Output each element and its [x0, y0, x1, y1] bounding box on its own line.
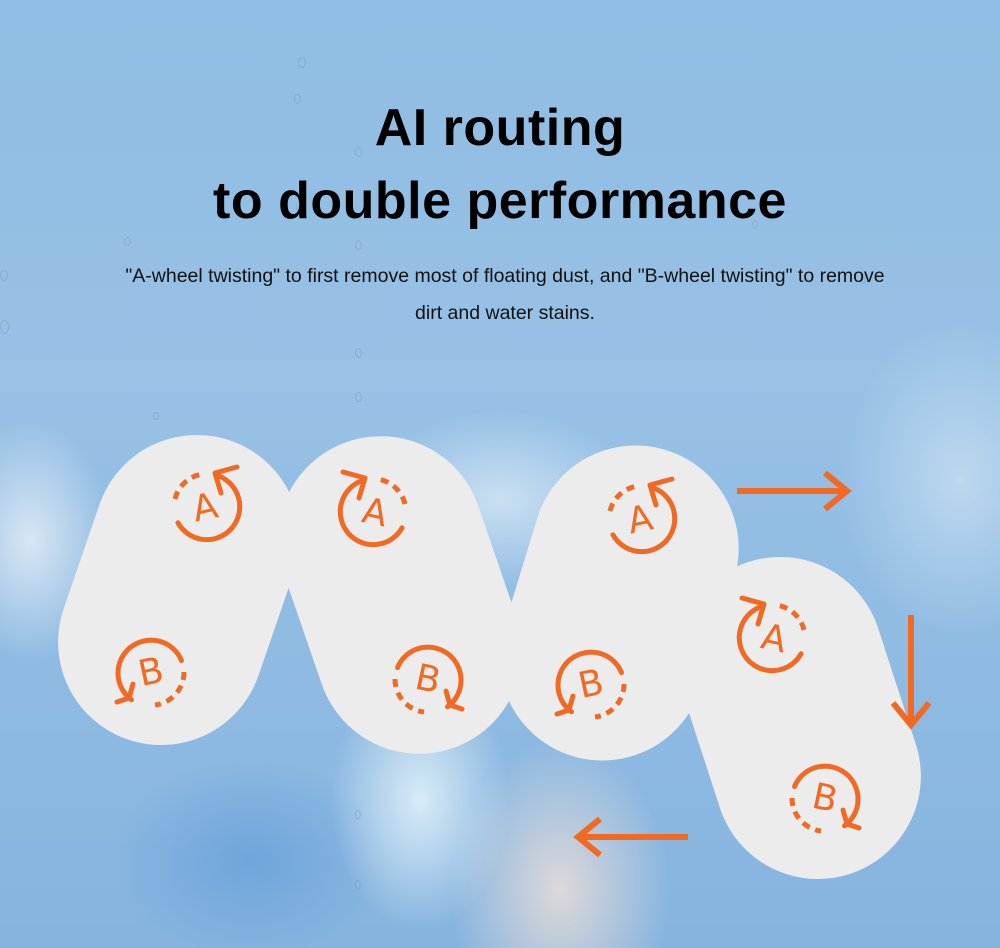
water-droplet — [153, 412, 159, 420]
robot-pad-2: A B — [277, 436, 523, 754]
water-droplet — [355, 147, 362, 157]
arrow-down-icon — [890, 615, 932, 730]
wheel-b-clockwise-icon: B — [114, 637, 187, 708]
water-droplet — [355, 240, 362, 250]
water-droplet — [860, 275, 866, 284]
water-droplet — [355, 348, 362, 358]
robot-pad-4: A B — [677, 556, 921, 880]
water-droplet — [0, 270, 8, 281]
arrow-left-icon — [573, 816, 688, 858]
wheel-a-counterclockwise-icon: A — [172, 464, 243, 543]
water-droplet — [294, 94, 301, 104]
arrow-right-icon — [737, 470, 852, 512]
water-droplet — [355, 880, 361, 889]
robot-pad-3: A B — [499, 445, 739, 761]
headline-line-1: AI routing — [374, 99, 626, 157]
water-droplet — [355, 392, 362, 402]
water-droplet — [752, 220, 758, 229]
water-droplet — [296, 200, 305, 214]
headline-line-2: to double performance — [213, 172, 787, 230]
water-droplet — [355, 810, 361, 819]
wheel-b-counterclockwise-icon: B — [392, 644, 465, 715]
wheel-a-counterclockwise-icon: A — [607, 476, 678, 555]
water-droplet — [0, 320, 9, 334]
water-droplet — [298, 57, 306, 68]
subtitle: "A-wheel twisting" to first remove most … — [125, 265, 885, 324]
robot-pad-1: A B — [58, 434, 300, 746]
water-droplet — [124, 237, 131, 246]
headline: AI routing to double performance — [0, 92, 1000, 238]
